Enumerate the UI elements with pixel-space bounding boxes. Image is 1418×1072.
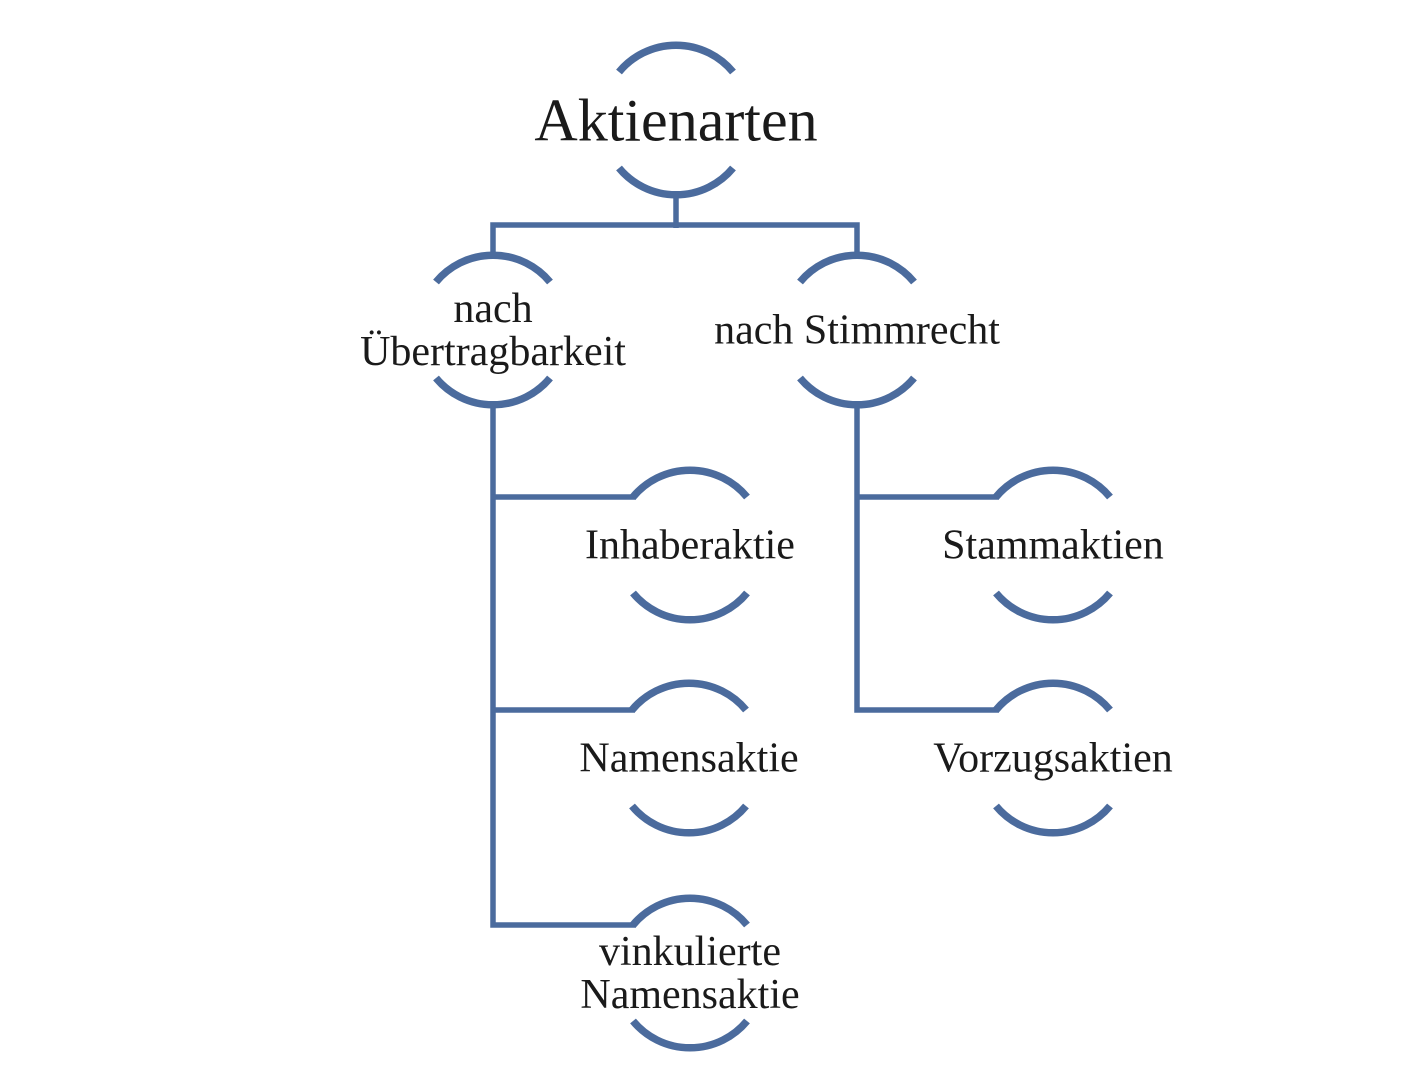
node-label-leaf-restricted-registered: vinkulierte Namensaktie [580, 929, 800, 1018]
node-label-leaf-preferred: Vorzugsaktien [933, 735, 1173, 782]
arc-bottom-root [616, 165, 736, 199]
node-label-leaf-registered: Namensaktie [579, 735, 799, 782]
node-label-branch-transferability: nach Übertragbarkeit [360, 286, 626, 375]
arc-top-leaf-bearer [630, 466, 750, 500]
node-label-root: Aktienarten [534, 87, 818, 154]
arc-top-branch-voting [797, 251, 917, 285]
connector-right-trunk [854, 401, 999, 713]
arc-bottom-leaf-bearer [630, 590, 750, 624]
connector-left-trunk [490, 401, 636, 928]
arc-bottom-leaf-common [993, 590, 1113, 624]
arc-top-leaf-common [993, 466, 1113, 500]
connector-distribution-bar [490, 222, 860, 259]
arc-bottom-leaf-registered [629, 803, 749, 837]
arc-top-leaf-registered [629, 679, 749, 713]
arc-bottom-branch-transferability [433, 375, 553, 409]
arc-top-leaf-preferred [993, 679, 1113, 713]
node-label-leaf-common: Stammaktien [942, 522, 1164, 569]
arc-bottom-leaf-preferred [993, 803, 1113, 837]
node-arcs-group [433, 41, 1113, 1052]
arc-top-branch-transferability [433, 251, 553, 285]
node-label-leaf-bearer: Inhaberaktie [585, 522, 795, 569]
arc-top-leaf-restricted-registered [630, 894, 750, 928]
arc-top-root [616, 41, 736, 75]
arc-bottom-leaf-restricted-registered [630, 1018, 750, 1052]
connector-lines-group [490, 191, 999, 928]
arc-bottom-branch-voting [797, 375, 917, 409]
node-label-branch-voting: nach Stimmrecht [714, 307, 1000, 354]
